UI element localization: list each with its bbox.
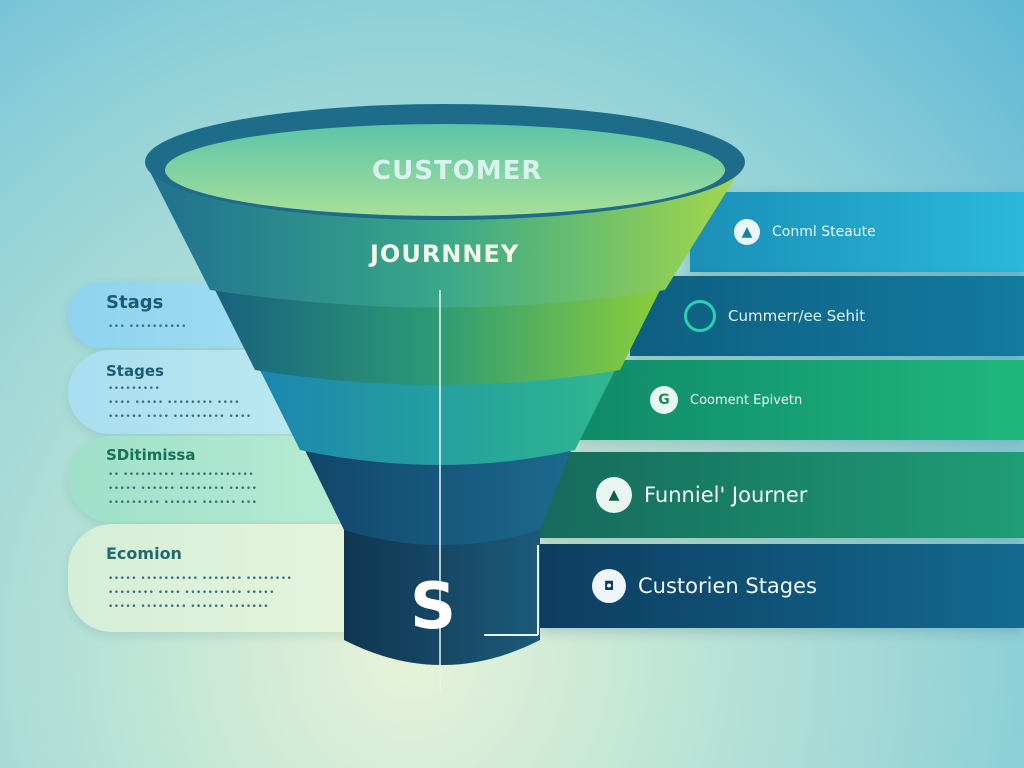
left-stage-sub: ••••••••• •••••• •••••• ••• bbox=[108, 498, 258, 508]
funnel-title-top: CUSTOMER bbox=[372, 156, 543, 186]
funnel-title-bottom: JOURNNEY bbox=[370, 240, 520, 268]
left-stage-sub: •••••••• •••• •••••••••• ••••• bbox=[108, 588, 275, 598]
ring-icon bbox=[684, 300, 716, 332]
left-stage-title: Stags bbox=[106, 292, 164, 313]
funnel-band-2 bbox=[210, 280, 665, 385]
left-stage-title: Ecomion bbox=[106, 544, 182, 563]
left-stage-sub: ••••• •••••• •••••••• ••••• bbox=[108, 484, 258, 494]
funnel-inner bbox=[165, 124, 725, 216]
right-stage-label: Funniel' Journer bbox=[644, 483, 808, 507]
funnel-band-3 bbox=[255, 360, 620, 465]
left-stage-sub: •••• ••••• •••••••• •••• bbox=[108, 398, 241, 408]
left-stage-sub: •• ••••••••• ••••••••••••• bbox=[108, 470, 255, 480]
right-stage-label: Cooment Epivetn bbox=[690, 392, 803, 408]
right-stage-label: Cummerr/ee Sehit bbox=[728, 307, 866, 325]
funnel-spout bbox=[344, 520, 540, 665]
pin-icon: ▲ bbox=[596, 477, 632, 513]
right-stage-bar-3: G Cooment Epivetn bbox=[576, 360, 1024, 440]
right-stage-bar-4: ▲ Funniel' Journer bbox=[540, 452, 1024, 538]
left-stage-sub: ••••••••• bbox=[108, 384, 161, 394]
funnel-bottom-letter: S bbox=[410, 570, 458, 644]
person-icon: ▲ bbox=[734, 219, 760, 245]
right-stage-bar-5: ◘ Custorien Stages bbox=[540, 544, 1024, 628]
g-icon: G bbox=[650, 386, 678, 414]
right-stage-label: Conml Steaute bbox=[772, 224, 876, 240]
left-stage-sub: •••••• •••• ••••••••• •••• bbox=[108, 412, 252, 422]
left-stage-sub: ••••• •••••••• •••••• ••••••• bbox=[108, 602, 270, 612]
left-stage-sub: ••• •••••••••• bbox=[108, 322, 187, 332]
left-stage-title: Stages bbox=[106, 362, 164, 380]
toggle-icon: ◘ bbox=[592, 569, 626, 603]
right-stage-bar-1: ▲ Conml Steaute bbox=[690, 192, 1024, 272]
funnel-neck bbox=[300, 440, 575, 545]
right-stage-bar-2: Cummerr/ee Sehit bbox=[630, 276, 1024, 356]
left-stage-title: SDitimissa bbox=[106, 446, 196, 464]
left-stage-sub: ••••• •••••••••• ••••••• •••••••• bbox=[108, 574, 293, 584]
left-stage-card-4: Ecomion ••••• •••••••••• ••••••• •••••••… bbox=[68, 524, 368, 632]
right-stage-label: Custorien Stages bbox=[638, 574, 817, 598]
